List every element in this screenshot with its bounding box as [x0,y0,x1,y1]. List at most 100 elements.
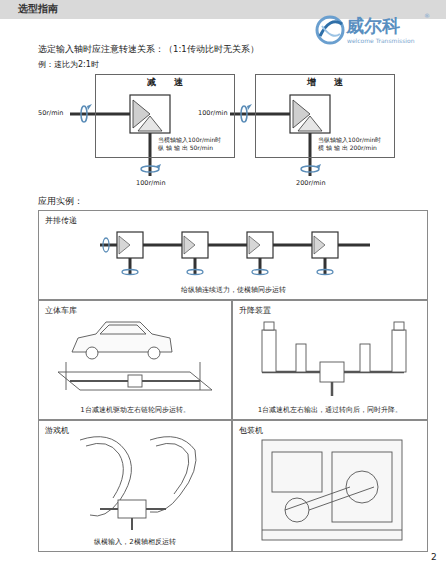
example-panel: 游戏机纵横输入，2横轴相反运转 [38,420,232,552]
drawn-path [322,26,340,36]
drawn-rect [332,452,392,522]
drawn-line [70,113,130,116]
panel-caption: 给纵轴连续送力，使横轴同步运转 [43,286,423,294]
drawn-rect [392,330,406,372]
drawn-path [58,372,212,390]
drawn-ellipse [241,106,247,122]
page-title: 选型指南 [18,3,58,15]
drawn-path [285,487,374,510]
drawn-line [146,508,166,510]
drawn-g [317,17,343,43]
drawn-polygon [298,116,322,131]
drawn-rect [182,232,208,258]
drawn-rect [360,344,370,372]
drawn-rect [320,362,344,382]
drawn-rect [264,322,274,330]
drawn-polygon [314,236,325,254]
speed-label: 50r/min [38,110,63,117]
drawn-rect [247,232,273,258]
panel-heading: 包装机 [239,426,263,435]
drawn-g [230,95,330,176]
gearbox-frame: 增 速 [255,74,395,158]
drawn-rect [296,344,306,372]
speed-label: 100r/min [136,180,166,187]
drawn-polygon [119,236,130,254]
drawn-polygon [184,236,195,254]
drawn-rect [272,452,322,492]
drawn-circle [86,347,98,359]
speed-label: 200r/min [296,180,326,187]
drawn-g [103,238,333,275]
drawn-rect [128,375,142,387]
drawn-ellipse [122,270,138,275]
drawn-path [100,325,146,334]
drawn-ellipse [81,106,87,122]
drawn-g [262,322,406,396]
logo-text: 威尔科 [346,16,400,37]
panel-caption: 1台减速机驱动左右链轮同步运转。 [43,406,227,414]
drawn-polygon [138,116,162,131]
panel-heading: 升降装置 [239,306,271,315]
drawn-path [150,437,196,513]
drawn-ellipse [141,166,159,172]
drawn-rect [262,330,276,372]
panel-heading: 减 速 [96,78,234,88]
drawn-ellipse [252,270,268,275]
example-panel: 并排传递给纵轴连续送力，使横轴同步运转 [38,210,428,300]
panel-caption: 纵横输入，2横轴相反运转 [43,538,227,546]
drawn-polygon [249,236,260,254]
drawn-ellipse [103,238,109,252]
drawn-g [70,95,170,176]
drawn-g [262,440,402,540]
gearbox-frame: 减 速 [95,74,235,158]
drawn-rect [262,440,402,540]
page-number: 2 [431,552,437,562]
drawn-line [230,113,290,116]
drawn-line [100,508,118,510]
drawn-g [80,437,196,530]
drawn-rect [117,232,143,258]
drawn-line [324,258,327,274]
drawn-line [262,530,402,531]
example-panel: 升降装置1台减速机左右输出，通过转向后，同时升降。 [232,300,428,420]
panel-heading: 增 速 [256,78,394,88]
note-text: 例：速比为2:1时 [38,60,99,69]
drawn-line [309,133,312,176]
logo-subtext: welcome Transmission [347,38,414,45]
panel-heading: 并排传递 [45,216,77,225]
drawn-path [86,443,123,498]
drawn-line [259,258,262,274]
drawn-polygon [156,164,161,169]
speed-note: 当横轴输入100r/min时 纵 轴 输 出 50r/min [158,136,222,152]
example-panel: 立体车库 1台减速机驱动左右链轮同步运转。 [38,300,232,420]
speed-note: 当纵轴输入100r/min时 横 轴 输 出 200r/min [318,136,382,152]
drawn-path [320,22,342,36]
drawn-polygon [247,104,252,110]
drawn-polygon [87,104,92,110]
drawn-circle [148,347,160,359]
drawn-circle [317,17,343,43]
drawn-ellipse [317,270,333,275]
drawn-line [200,362,201,390]
drawn-path [156,443,189,494]
drawn-g [58,322,212,390]
panel-heading: 立体车库 [45,306,77,315]
section-heading: 应用实例： [38,197,83,207]
example-panel: 包装机 [232,420,428,552]
drawn-line [149,133,152,176]
drawn-line [331,382,334,396]
drawn-rect [312,232,338,258]
drawn-line [129,258,132,274]
drawn-line [194,258,197,274]
drawn-g [100,232,370,274]
speed-label: 100r/min [198,110,228,117]
drawn-rect [118,500,146,518]
drawn-line [66,362,67,390]
drawn-rect [290,95,330,133]
panel-heading: 游戏机 [45,426,69,435]
drawn-rect [130,95,170,133]
drawn-rect [394,322,404,330]
drawn-ellipse [187,270,203,275]
drawn-ellipse [301,166,319,172]
